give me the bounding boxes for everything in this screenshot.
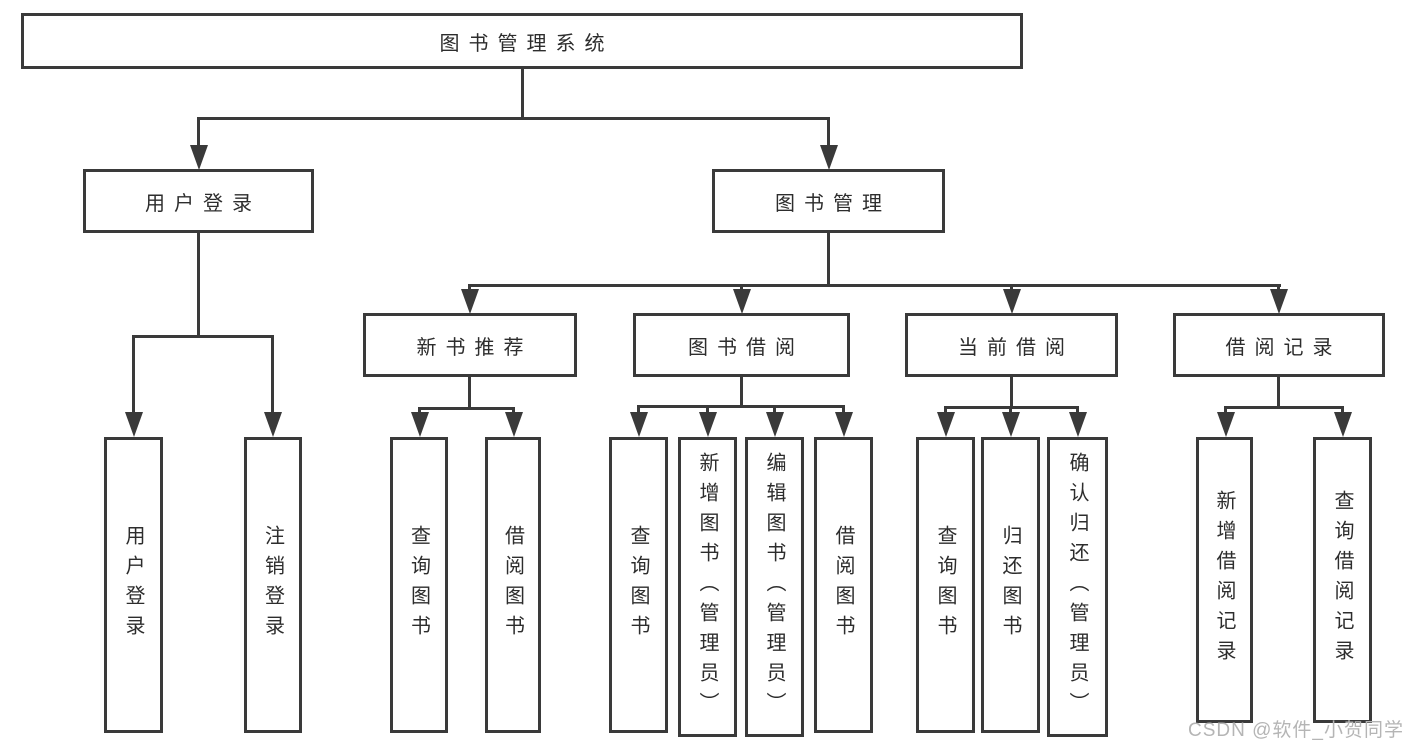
node-label: 图书管理系统: [439, 32, 614, 55]
leaf-borrow-books: 借阅图书: [814, 437, 873, 733]
node-label: 图书管理: [775, 192, 891, 215]
arrow-down-icon: [699, 412, 717, 437]
node-label: 图书借阅: [688, 336, 804, 359]
connector-drop: [271, 335, 274, 415]
node-book-management: 图书管理: [712, 169, 945, 233]
connector-drop: [1224, 406, 1227, 415]
node-new-book-recommendation: 新书推荐: [363, 313, 577, 377]
connector-drop: [773, 405, 776, 415]
leaf-label: 查询图书: [627, 525, 649, 645]
arrow-down-icon: [820, 145, 838, 170]
watermark-text: CSDN @软件_小贺同学: [1188, 720, 1404, 741]
leaf-logout: 注销登录: [244, 437, 302, 733]
arrow-down-icon: [1334, 412, 1352, 437]
leaf-edit-books-admin: 编辑图书（管理员）: [745, 437, 804, 737]
leaf-label: 借阅图书: [501, 525, 524, 645]
connector-drop: [706, 405, 709, 415]
leaf-confirm-return-admin: 确认归还（管理员）: [1047, 437, 1108, 737]
arrow-down-icon: [835, 412, 853, 437]
connector-drop: [512, 407, 515, 415]
leaf-label: 查询图书: [934, 525, 956, 645]
connector-bus: [418, 407, 515, 410]
leaf-label: 归还图书: [999, 525, 1021, 645]
leaf-user-login: 用户登录: [104, 437, 163, 733]
node-borrowing-records: 借阅记录: [1173, 313, 1385, 377]
connector-user-login-bus: [132, 335, 274, 338]
node-label: 用户登录: [145, 192, 261, 215]
node-label: 新书推荐: [416, 336, 533, 359]
connector-level3-bus: [468, 284, 1281, 287]
connector-stem: [1010, 377, 1013, 406]
arrow-down-icon: [190, 145, 208, 170]
connector-drop: [637, 405, 640, 415]
arrow-down-icon: [1003, 289, 1021, 314]
leaf-return-books: 归还图书: [981, 437, 1040, 733]
leaf-label: 确认归还（管理员）: [1066, 452, 1088, 722]
node-label: 当前借阅: [958, 336, 1074, 359]
connector-drop: [132, 335, 135, 415]
leaf-label: 用户登录: [122, 525, 144, 645]
leaf-add-books-admin: 新增图书（管理员）: [678, 437, 737, 737]
arrow-down-icon: [1069, 412, 1087, 437]
connector-bus: [637, 405, 845, 408]
arrow-down-icon: [411, 412, 429, 437]
leaf-borrow-books-recommend: 借阅图书: [485, 437, 541, 733]
arrow-down-icon: [1002, 412, 1020, 437]
leaf-label: 查询借阅记录: [1331, 490, 1353, 670]
arrow-down-icon: [1217, 412, 1235, 437]
leaf-label: 新增图书（管理员）: [696, 452, 718, 722]
arrow-down-icon: [505, 412, 523, 437]
connector-drop: [1076, 406, 1079, 415]
node-current-borrowing: 当前借阅: [905, 313, 1118, 377]
arrow-down-icon: [733, 289, 751, 314]
leaf-query-books-borrowing: 查询图书: [609, 437, 668, 733]
connector-level2-bus: [197, 117, 830, 120]
connector-root-stem: [521, 69, 524, 117]
arrow-down-icon: [937, 412, 955, 437]
connector-stem: [740, 377, 743, 405]
connector-drop: [468, 284, 471, 292]
connector-drop: [944, 406, 947, 415]
arrow-down-icon: [766, 412, 784, 437]
leaf-add-borrow-record: 新增借阅记录: [1196, 437, 1253, 723]
connector-stem: [1277, 377, 1280, 406]
leaf-label: 编辑图书（管理员）: [763, 452, 785, 722]
arrow-down-icon: [1270, 289, 1288, 314]
leaf-label: 新增借阅记录: [1213, 490, 1235, 670]
connector-book-mgmt-stem: [827, 233, 830, 284]
connector-user-login-stem: [197, 233, 200, 335]
connector-drop: [418, 407, 421, 415]
connector-drop: [842, 405, 845, 415]
leaf-label: 查询图书: [407, 525, 430, 645]
connector-user-login-drop: [197, 117, 200, 147]
connector-stem: [468, 377, 471, 407]
connector-bus: [1224, 406, 1344, 409]
connector-drop: [1277, 284, 1280, 292]
leaf-query-borrow-record: 查询借阅记录: [1313, 437, 1372, 723]
connector-drop: [1009, 406, 1012, 415]
connector-drop: [1341, 406, 1344, 415]
arrow-down-icon: [264, 412, 282, 437]
arrow-down-icon: [125, 412, 143, 437]
leaf-query-books-current: 查询图书: [916, 437, 975, 733]
leaf-query-books-recommend: 查询图书: [390, 437, 448, 733]
arrow-down-icon: [461, 289, 479, 314]
arrow-down-icon: [630, 412, 648, 437]
node-book-borrowing: 图书借阅: [633, 313, 850, 377]
connector-drop: [1010, 284, 1013, 292]
connector-book-mgmt-drop: [827, 117, 830, 147]
node-user-login: 用户登录: [83, 169, 314, 233]
node-library-management-system: 图书管理系统: [21, 13, 1023, 69]
node-label: 借阅记录: [1225, 336, 1342, 359]
connector-drop: [740, 284, 743, 292]
leaf-label: 借阅图书: [832, 525, 854, 645]
leaf-label: 注销登录: [261, 525, 284, 645]
